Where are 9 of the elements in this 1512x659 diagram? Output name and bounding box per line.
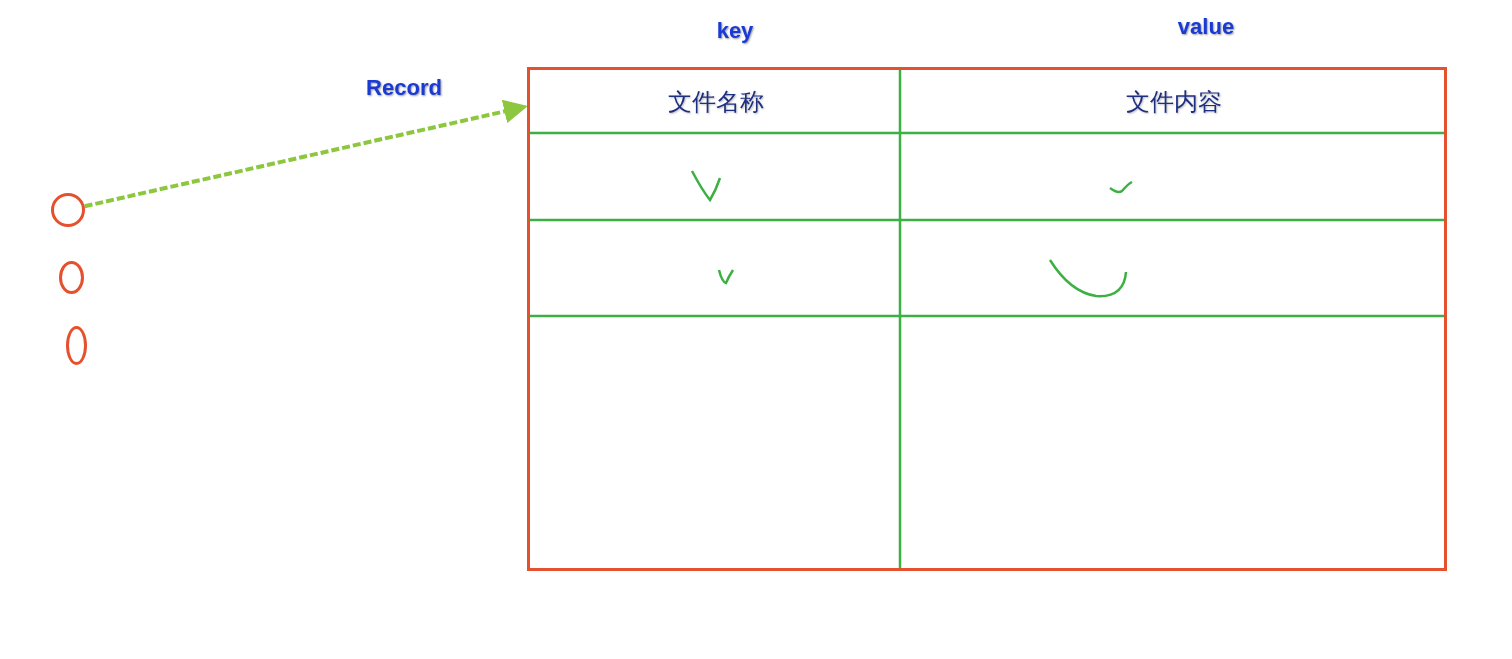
column-header: 文件内容 [1126, 87, 1222, 118]
dashed-arrow [84, 99, 528, 209]
column-label: value [1177, 14, 1235, 40]
column-header: 文件名称 [668, 87, 764, 118]
column-label: key [716, 18, 754, 44]
oval-node [51, 193, 85, 227]
table-frame [527, 67, 1447, 571]
oval-node [59, 261, 84, 294]
oval-node [66, 326, 87, 365]
